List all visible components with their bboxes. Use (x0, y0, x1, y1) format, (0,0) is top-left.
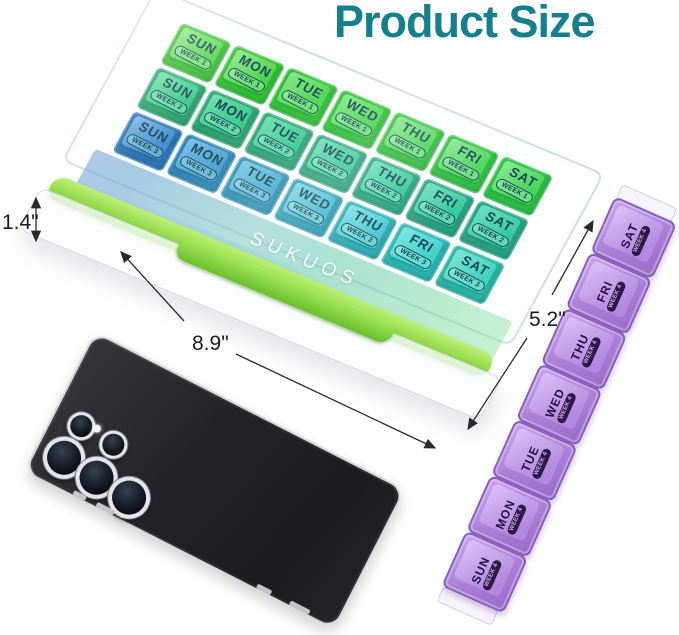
phone-port (288, 600, 311, 615)
phone-port (255, 583, 273, 596)
smartphone (23, 331, 406, 631)
page-title: Product Size (334, 0, 596, 47)
dimension-label-width: 8.9" (192, 332, 229, 355)
